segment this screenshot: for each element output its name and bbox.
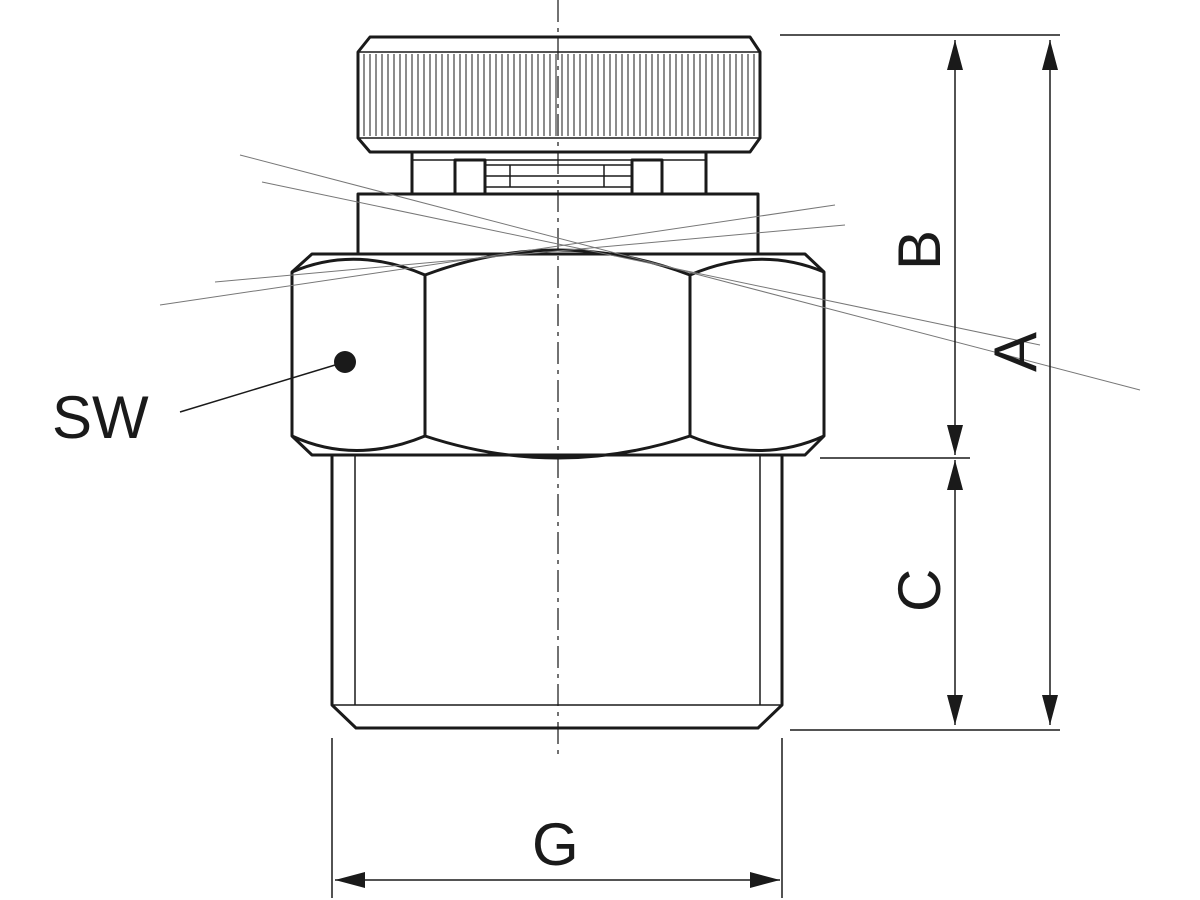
dimension-g (335, 872, 780, 888)
label-c: C (886, 569, 953, 612)
sw-leader-line (179, 361, 346, 413)
knurl-texture (363, 54, 755, 136)
dimension-a (1042, 40, 1058, 725)
sw-leader-dot (334, 351, 356, 373)
dimension-b (947, 40, 963, 455)
knurled-cap (356, 35, 762, 154)
valve-stem (410, 150, 708, 196)
label-g: G (532, 811, 579, 878)
hex-nut (290, 248, 826, 460)
threaded-body (330, 453, 784, 730)
label-a: A (982, 332, 1049, 372)
label-sw: SW (52, 384, 149, 451)
crossing-hairlines (159, 154, 1141, 391)
dimension-c (947, 460, 963, 725)
label-b: B (886, 230, 953, 270)
